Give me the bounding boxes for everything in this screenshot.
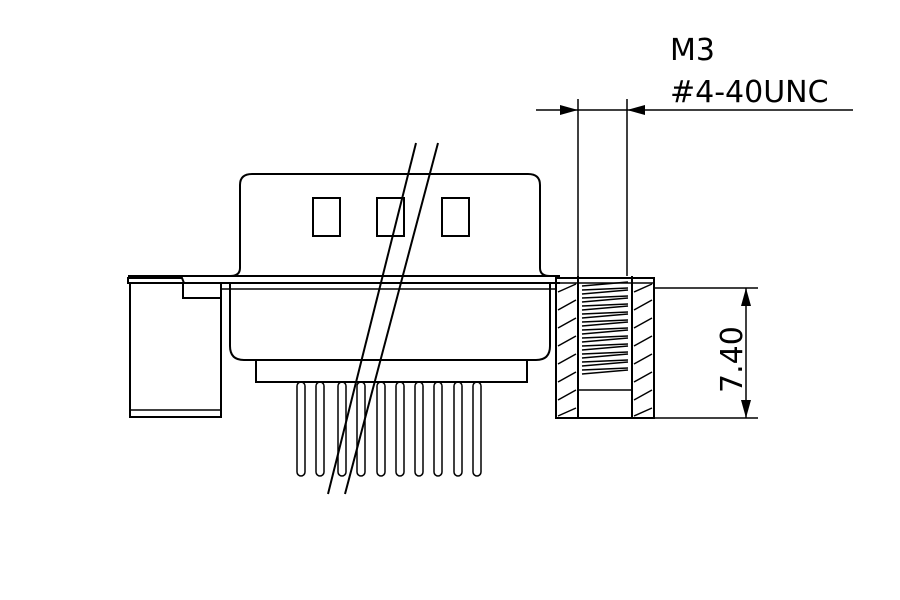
thread-dimension: M3 #4-40UNC [536,33,853,276]
pins [296,381,482,477]
contact-window [312,197,341,237]
threaded-standoff [555,276,655,419]
contact-window [376,197,405,237]
arrow-icon [560,105,578,115]
arrow-icon [741,400,751,418]
contact-window [441,197,470,237]
arrow-icon [627,105,645,115]
thread-metric-label: M3 [670,33,715,68]
height-dimension: 7.40 [654,287,758,419]
thread-unc-label: #4-40UNC [670,75,829,110]
break-lines [327,142,439,495]
height-dimension-label: 7.40 [715,326,750,393]
arrow-icon [741,288,751,306]
flange-clip [182,282,222,299]
connector-body [127,173,560,418]
